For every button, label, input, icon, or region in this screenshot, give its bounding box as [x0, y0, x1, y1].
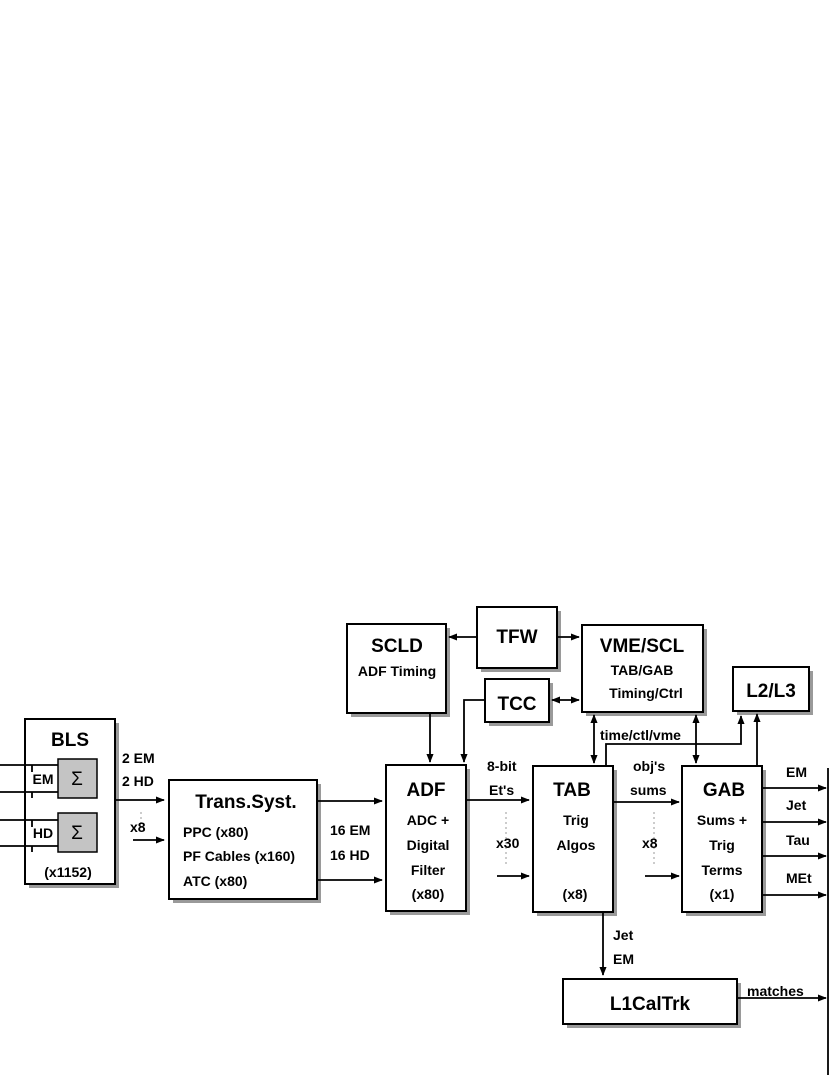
adf-title: ADF: [406, 780, 445, 801]
gab-block: GAB Sums + Trig Terms (x1): [681, 765, 766, 916]
x8-left-label: x8: [130, 819, 146, 835]
tab-block: TAB Trig Algos (x8): [532, 765, 617, 916]
tcc-to-adf-arrow: [460, 699, 485, 763]
adf-line-count: (x80): [412, 886, 445, 902]
tab-title: TAB: [553, 780, 591, 801]
x30-label: x30: [496, 835, 520, 851]
gab-line-trig: Trig: [709, 837, 735, 853]
vme-title: VME/SCL: [600, 636, 685, 657]
adf-line-adc: ADC +: [407, 812, 449, 828]
matches-label: matches: [747, 983, 804, 999]
trans-title: Trans.Syst.: [195, 792, 296, 813]
gab-line-terms: Terms: [702, 862, 743, 878]
l2l3-title: L2/L3: [746, 681, 796, 702]
gab-out-em: EM: [786, 764, 807, 780]
vme-scl-block: VME/SCL TAB/GAB Timing/Ctrl: [581, 624, 707, 716]
gab-line-sums: Sums +: [697, 812, 747, 828]
bls-em-sum: [57, 758, 98, 799]
scld-sub: ADF Timing: [358, 663, 436, 679]
trans-syst-block: Trans.Syst. PPC (x80) PF Cables (x160) A…: [168, 779, 321, 903]
vme-line-tabgab: TAB/GAB: [611, 662, 674, 678]
tab-line-count: (x8): [563, 886, 588, 902]
l1caltrk-block: L1CalTrk: [562, 978, 741, 1028]
time-ctl-label: time/ctl/vme: [600, 727, 681, 743]
adf-line-filter: Filter: [411, 862, 446, 878]
tfw-block: TFW: [476, 606, 561, 672]
tab-out-sums: sums: [630, 782, 667, 798]
bls-em-label: EM: [33, 771, 54, 787]
bls-out-hd: 2 HD: [122, 773, 154, 789]
scld-block: SCLD ADF Timing: [346, 623, 450, 717]
l2l3-block: L2/L3: [732, 666, 813, 715]
adf-out-8bit: 8-bit: [487, 758, 517, 774]
trans-line-atc: ATC (x80): [183, 873, 247, 889]
bls-input-lines: [0, 764, 58, 852]
bls-count: (x1152): [44, 864, 91, 880]
tab-line-algos: Algos: [557, 837, 596, 853]
bls-title: BLS: [51, 730, 89, 751]
gab-out-jet: Jet: [786, 797, 807, 813]
x8-mid-label: x8: [642, 835, 658, 851]
scld-title: SCLD: [371, 636, 423, 657]
l1caltrk-title: L1CalTrk: [610, 994, 691, 1015]
bls-hd-sum: [57, 812, 98, 853]
bls-out-em: 2 EM: [122, 750, 155, 766]
adf-block: ADF ADC + Digital Filter (x80): [385, 764, 470, 915]
bls-em-sigma: Σ: [71, 769, 83, 790]
tfw-title: TFW: [496, 627, 537, 648]
tab-out-objs: obj's: [633, 758, 665, 774]
gab-title: GAB: [703, 780, 745, 801]
tcc-block: TCC: [484, 678, 553, 726]
trans-out-em: 16 EM: [330, 822, 370, 838]
tab-down-jet: Jet: [613, 927, 634, 943]
trans-line-ppc: PPC (x80): [183, 824, 248, 840]
bls-hd-sigma: Σ: [71, 823, 83, 844]
tab-to-l2l3-arrow: [605, 715, 745, 766]
bls-hd-label: HD: [33, 825, 53, 841]
adf-line-digital: Digital: [407, 837, 450, 853]
tab-line-trig: Trig: [563, 812, 589, 828]
vme-line-timing: Timing/Ctrl: [609, 685, 683, 701]
tcc-title: TCC: [497, 694, 536, 715]
tab-down-em: EM: [613, 951, 634, 967]
gab-line-count: (x1): [710, 886, 735, 902]
trans-line-pf: PF Cables (x160): [183, 848, 295, 864]
gab-out-tau: Tau: [786, 832, 810, 848]
bls-block: BLS EM Σ HD Σ (x1152): [0, 718, 119, 888]
gab-out-met: MEt: [786, 870, 812, 886]
trans-out-hd: 16 HD: [330, 847, 370, 863]
adf-out-ets: Et's: [489, 782, 514, 798]
